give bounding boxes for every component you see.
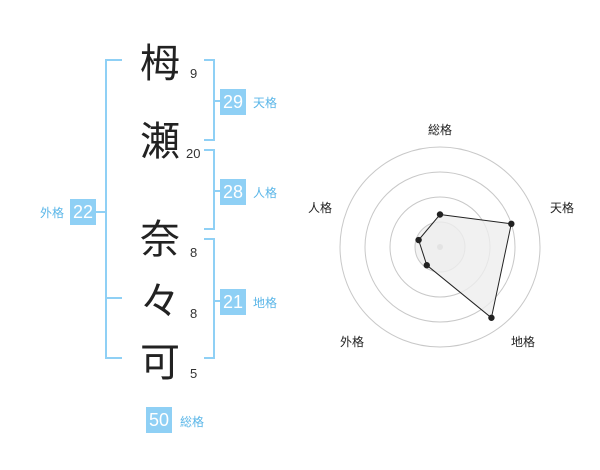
stroke-count-4: 8 [190,306,198,321]
name-char-2: 瀬 [140,119,180,165]
name-char-4: 々 [140,279,180,325]
name-char-5: 可 [140,340,180,386]
chikaku-label: 地格 [253,296,278,310]
stroke-count-1: 9 [190,66,198,81]
radar-ring-3 [364,171,516,323]
chikaku-bracket [204,238,215,359]
radar-point-gaikaku [423,262,430,269]
jinkaku-label: 人格 [253,186,278,200]
gaikaku-value: 22 [70,199,97,225]
name-char-3: 奈 [140,217,180,263]
jinkaku-value: 28 [220,179,247,205]
radar-point-soukaku [436,211,444,218]
radar-label-jinkaku: 人格 [308,201,333,215]
radar-label-chikaku: 地格 [511,335,536,349]
chikaku-value: 21 [220,289,247,315]
stroke-count-3: 8 [190,245,198,260]
jinkaku-bracket [204,149,215,230]
radar-label-tenkaku: 天格 [550,201,575,215]
radar-point-jinkaku [415,236,422,244]
name-char-1: 栂 [140,41,180,87]
radar-label-soukaku: 総格 [428,123,453,137]
soukaku-label: 総格 [180,415,205,429]
radar-ring-4 [339,146,541,348]
gaikaku-label: 外格 [40,206,65,220]
radar-point-chikaku [488,314,495,321]
stroke-count-5: 5 [190,366,198,381]
stroke-count-2: 20 [186,146,201,161]
radar-label-gaikaku: 外格 [340,335,365,349]
radar-point-tenkaku [508,220,515,228]
tenkaku-label: 天格 [253,96,278,110]
soukaku-value: 50 [146,407,173,433]
radar-score-polygon [418,213,512,319]
tenkaku-value: 29 [220,89,247,115]
gaikaku-bracket [105,59,122,359]
